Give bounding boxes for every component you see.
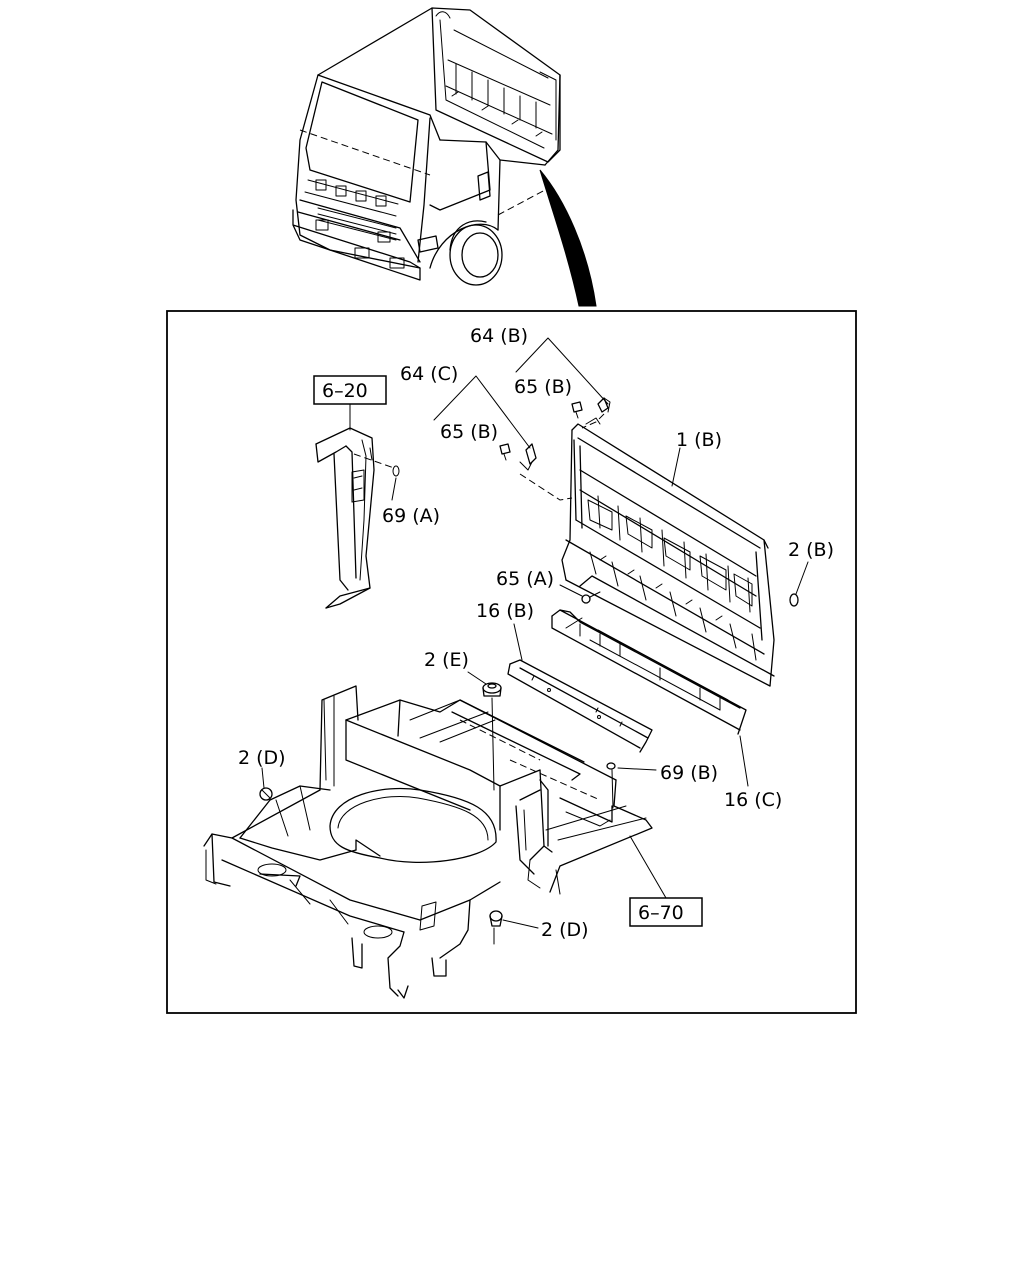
leader-69a [391, 477, 397, 501]
ref-box-6-20 [313, 375, 387, 405]
rear-panel [561, 423, 799, 687]
callout-16c: 16 (C) [724, 789, 782, 811]
callout-16b: 16 (B) [476, 600, 534, 622]
callout-2b: 2 (B) [788, 539, 834, 561]
leader-2b [795, 561, 809, 595]
brackets-and-screws [499, 397, 611, 501]
ref-6-70: 6–70 [638, 902, 684, 924]
callout-1b: 1 (B) [676, 429, 722, 451]
leader-670 [629, 835, 667, 899]
leader-69b [617, 767, 657, 771]
leader-64b [515, 337, 609, 405]
leader-16c [739, 735, 749, 787]
callout-64c: 64 (C) [400, 363, 458, 385]
truck-cab-illustration [292, 7, 597, 307]
left-pillar-panel [315, 427, 400, 609]
callout-65b-top: 65 (B) [514, 376, 572, 398]
callout-2d-bottom: 2 (D) [541, 919, 589, 941]
callout-69b: 69 (B) [660, 762, 718, 784]
leader-2d-left [261, 767, 265, 789]
leader-1b [671, 447, 681, 487]
callout-65b-mid: 65 (B) [440, 421, 498, 443]
leader-2e [467, 671, 487, 685]
ref-box-6-70 [629, 897, 703, 927]
callout-2d-left: 2 (D) [238, 747, 286, 769]
leader-64c [433, 375, 531, 449]
member-16b [507, 659, 653, 753]
callout-65a: 65 (A) [496, 568, 554, 590]
leader-65a [559, 584, 583, 597]
callout-64b: 64 (B) [470, 325, 528, 347]
leader-16b [513, 623, 523, 661]
cab-floor-assembly [203, 682, 653, 999]
leader-2d-bottom [502, 919, 539, 929]
member-16c [551, 609, 747, 735]
detail-frame [166, 310, 857, 1014]
callout-69a: 69 (A) [382, 505, 440, 527]
ref-6-20: 6–20 [322, 380, 368, 402]
callout-2e: 2 (E) [424, 649, 469, 671]
